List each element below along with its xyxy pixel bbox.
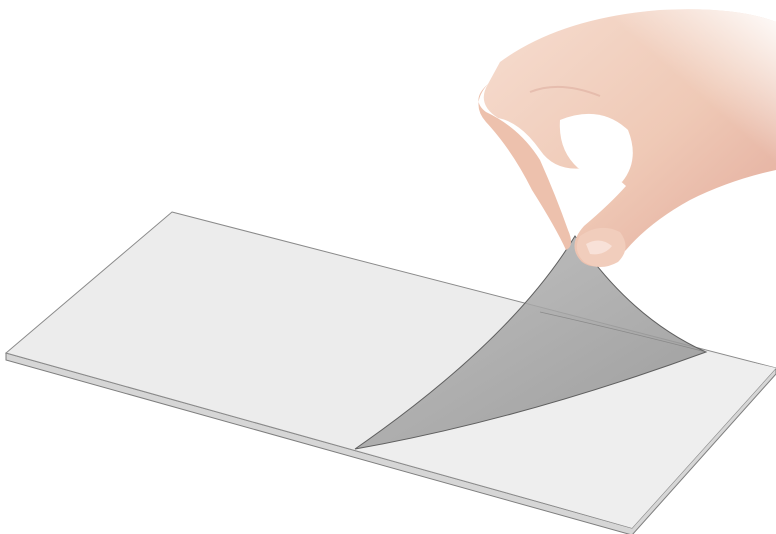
hand (478, 9, 776, 267)
